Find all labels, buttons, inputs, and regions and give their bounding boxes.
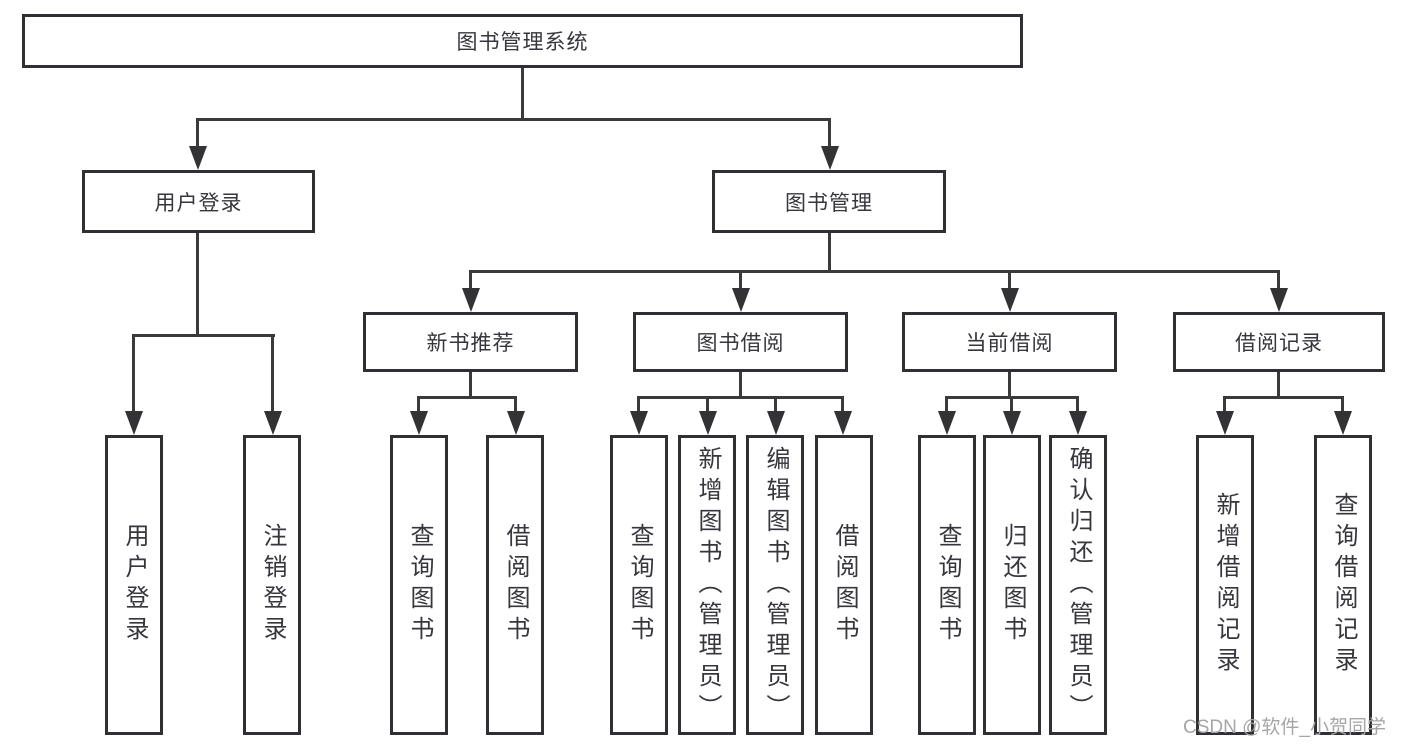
connector [196, 118, 199, 150]
connector [828, 118, 831, 150]
arrow-down-icon [1001, 288, 1019, 312]
connector [469, 270, 472, 290]
connector [196, 118, 831, 121]
connector [469, 372, 472, 398]
connector [469, 270, 1280, 273]
leaf-label: 借阅图书 [502, 523, 529, 647]
leaf-current-confirm-admin: 确认归还（管理员） [1049, 435, 1107, 735]
leaf-newbook-borrow: 借阅图书 [486, 435, 544, 735]
arrow-down-icon [462, 288, 480, 312]
leaf-label: 查询借阅记录 [1330, 492, 1357, 678]
connector [196, 233, 199, 337]
leaf-label: 新增借阅记录 [1212, 492, 1239, 678]
connector [271, 334, 274, 414]
arrow-down-icon [821, 146, 839, 170]
leaf-label: 确认归还（管理员） [1065, 445, 1092, 725]
arrow-down-icon [767, 411, 785, 435]
leaf-records-add: 新增借阅记录 [1196, 435, 1254, 735]
arrow-down-icon [834, 411, 852, 435]
connector [521, 68, 524, 121]
connector [739, 270, 742, 290]
leaf-current-query: 查询图书 [918, 435, 976, 735]
connector [828, 233, 831, 272]
connector [132, 334, 275, 337]
connector [945, 396, 948, 414]
csdn-watermark: CSDN @软件_小贺同学 [1183, 717, 1386, 738]
arrow-down-icon [410, 411, 428, 435]
leaf-borrow-query: 查询图书 [610, 435, 668, 735]
connector [1223, 396, 1226, 414]
connector [637, 396, 640, 414]
leaf-label: 编辑图书（管理员） [762, 445, 789, 725]
node-user-login: 用户登录 [82, 170, 315, 233]
arrow-down-icon [732, 288, 750, 312]
arrow-down-icon [938, 411, 956, 435]
connector [1223, 396, 1343, 399]
connector [1008, 270, 1011, 290]
connector [1076, 396, 1079, 414]
arrow-down-icon [1334, 411, 1352, 435]
leaf-newbook-query: 查询图书 [390, 435, 448, 735]
connector [739, 372, 742, 398]
arrow-down-icon [189, 146, 207, 170]
connector [1277, 270, 1280, 290]
arrow-down-icon [1069, 411, 1087, 435]
connector [1277, 372, 1280, 398]
node-library-system: 图书管理系统 [22, 14, 1023, 68]
connector [1341, 396, 1344, 414]
arrow-down-icon [125, 411, 143, 435]
arrow-down-icon [264, 411, 282, 435]
leaf-label: 查询图书 [934, 523, 961, 647]
leaf-label: 借阅图书 [831, 523, 858, 647]
leaf-user-login: 用户登录 [105, 435, 163, 735]
leaf-borrow-add-admin: 新增图书（管理员） [678, 435, 736, 735]
arrow-down-icon [1216, 411, 1234, 435]
arrow-down-icon [1270, 288, 1288, 312]
leaf-label: 归还图书 [999, 523, 1026, 647]
arrow-down-icon [507, 411, 525, 435]
node-book-management: 图书管理 [712, 170, 946, 233]
connector [774, 396, 777, 414]
connector [417, 396, 420, 414]
leaf-current-return: 归还图书 [983, 435, 1041, 735]
leaf-borrow-book: 借阅图书 [815, 435, 873, 735]
arrow-down-icon [699, 411, 717, 435]
leaf-borrow-edit-admin: 编辑图书（管理员） [746, 435, 804, 735]
connector [417, 396, 517, 399]
leaf-label: 用户登录 [121, 523, 148, 647]
leaf-label: 新增图书（管理员） [694, 445, 721, 725]
leaf-label: 查询图书 [626, 523, 653, 647]
connector [1008, 372, 1011, 398]
leaf-records-query: 查询借阅记录 [1314, 435, 1372, 735]
connector [637, 396, 844, 399]
node-borrow-records: 借阅记录 [1173, 312, 1385, 372]
connector [514, 396, 517, 414]
arrow-down-icon [630, 411, 648, 435]
connector [1010, 396, 1013, 414]
leaf-logout: 注销登录 [243, 435, 301, 735]
leaf-label: 注销登录 [259, 523, 286, 647]
node-current-borrow: 当前借阅 [902, 312, 1117, 372]
connector [132, 334, 135, 414]
connector [706, 396, 709, 414]
node-book-borrow: 图书借阅 [633, 312, 848, 372]
node-new-book-recommend: 新书推荐 [363, 312, 578, 372]
leaf-label: 查询图书 [406, 523, 433, 647]
arrow-down-icon [1003, 411, 1021, 435]
connector [841, 396, 844, 414]
